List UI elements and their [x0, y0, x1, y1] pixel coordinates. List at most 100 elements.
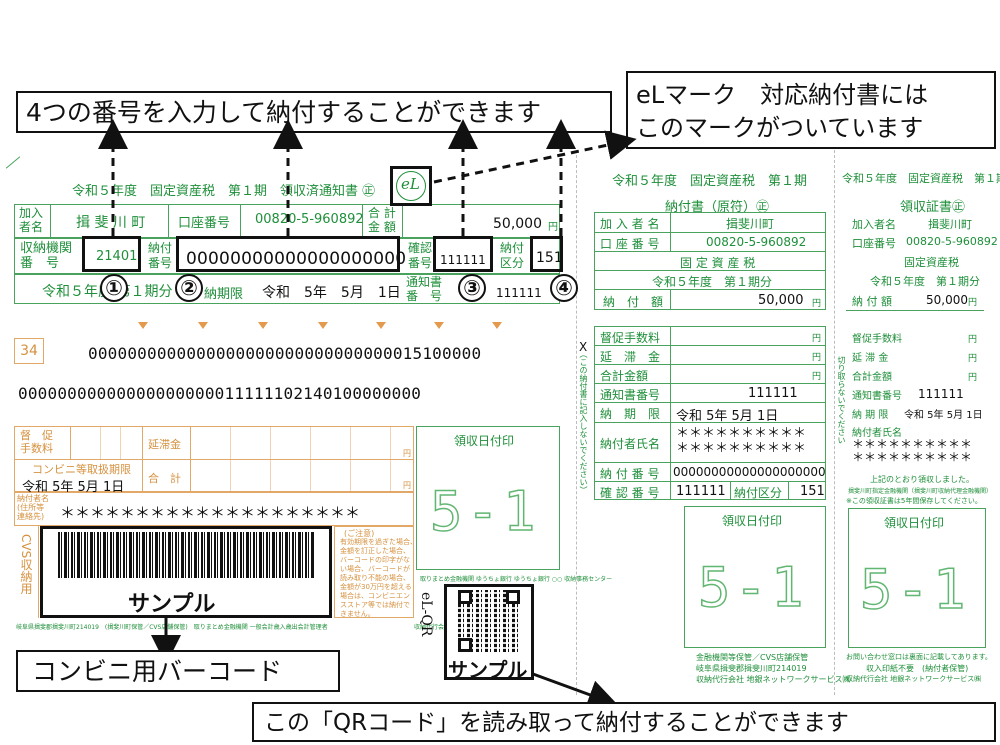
- cvs-label: CVS収納用: [19, 534, 33, 595]
- confirm-label: 確認 番号: [408, 241, 433, 270]
- left-stamp-area: [416, 426, 560, 570]
- mid-stamp-area: [684, 506, 826, 648]
- right-footer-3: 収納代行会社 地銀ネットワークサービス㈱: [846, 675, 982, 683]
- marker-1: ①: [100, 274, 128, 302]
- mid-payno-value: 00000000000000000000: [673, 465, 826, 479]
- tri-marker: [318, 322, 328, 329]
- mid-fee-yen: 円: [812, 334, 822, 344]
- right-yen: 円: [968, 298, 978, 308]
- mid-footer-2: 岐阜県揖斐郡揖斐川町214019: [696, 664, 807, 673]
- agency-value: 21401: [96, 249, 138, 264]
- mid-fee-yen: 円: [812, 372, 822, 382]
- right-row-value: 00820-5-960892: [906, 235, 998, 248]
- payment-number-highlight: [176, 236, 400, 272]
- right-payer-value: ＊＊＊＊＊＊＊＊＊＊ ＊＊＊＊＊＊＊＊＊＊: [852, 437, 973, 464]
- barcode-callout: コンビニ用バーコード: [16, 650, 340, 692]
- div-value: 151: [536, 250, 563, 266]
- member-label: 加入 者名: [19, 206, 44, 234]
- mid-payer-label: 納付者氏名: [600, 437, 661, 451]
- right-amount-label: 納 付 額: [852, 295, 892, 308]
- mid-title: 令和５年度 固定資産税 第１期: [612, 174, 808, 189]
- mid-lower-table: [594, 326, 826, 500]
- mid-upper-table: [594, 212, 826, 310]
- right-payer-label: 納付者氏名: [852, 428, 902, 439]
- left-stamp-code: 5-1: [429, 479, 540, 544]
- qr-finder-tr: [506, 590, 520, 604]
- mid-fee-label: 延 滞 金: [600, 350, 661, 364]
- right-fee-yen: 円: [968, 354, 978, 364]
- agency-number-highlight: [82, 236, 141, 272]
- pay-no-value: 00000000000000000000: [186, 249, 407, 269]
- right-fee-label: 納 期 限: [852, 410, 889, 421]
- right-fee-yen: 円: [968, 373, 978, 383]
- right-keep-note: ※この領収証書は5年間保存してください。: [846, 497, 982, 505]
- mid-subtitle: 納付書（原符）㊣: [665, 200, 770, 215]
- el-mark-callout: eLマーク 対応納付書には このマークがついています: [626, 71, 996, 149]
- right-stamp-title: 領収日付印: [884, 516, 945, 530]
- total2-label: 合 計: [148, 472, 181, 485]
- div-label: 納付 区分: [500, 241, 525, 270]
- qr-callout: この「QRコード」を読み取って納付することができます: [252, 702, 996, 742]
- right-fee-label: 延 滞 金: [852, 353, 889, 364]
- payment-slip: 令和５年度 固定資産税 第１期 領収済通知書 ㊣ 加入 者名 揖 斐 川 町 口…: [0, 150, 1000, 695]
- mid-row-label: 口 座 番 号: [600, 237, 660, 251]
- right-side-note: 切り取らないでください: [837, 356, 846, 444]
- el-logo-text: eL: [401, 175, 420, 193]
- ocr-line-2: 0000000000000000000001111110214010000000…: [18, 384, 422, 403]
- late-label: 延滞金: [148, 438, 181, 451]
- mid-fee-yen: 円: [812, 353, 822, 363]
- left-footer: 岐阜県揖斐郡揖斐川町214019 (揖斐川町保管／CVS店舗保管) 取りまとめ金…: [16, 624, 328, 631]
- right-footer-2: 収入印紙不要 (納付者保管): [866, 664, 969, 673]
- mid-row-value: 揖斐川町: [726, 217, 775, 231]
- mid-fee-label: 合計金額: [600, 369, 649, 383]
- cvs-divider: [38, 526, 39, 618]
- right-row-value: 揖斐川町: [928, 218, 972, 231]
- notice-body: 有効期限を過ぎた場合、 金額を訂正した場合、 バーコードの印字がな い場合、バー…: [340, 538, 417, 618]
- barcode-area-frame: [334, 526, 414, 618]
- account-label: 口座番号: [178, 216, 231, 231]
- qr-finder-tl: [458, 590, 472, 604]
- mid-div-label: 納付区分: [734, 486, 783, 500]
- yen-2: 円: [403, 481, 411, 490]
- right-receipt-note: 上記のとおり領収しました。: [870, 475, 974, 484]
- cvs-barcode: [58, 532, 314, 578]
- tri-marker: [434, 322, 444, 329]
- left-stamp-title: 領収日付印: [454, 434, 515, 448]
- total-value: 50,000: [493, 216, 542, 232]
- mid-stamp-title: 領収日付印: [722, 514, 783, 528]
- mid-confirm-label: 確 認 番 号: [600, 486, 660, 500]
- mid-confirm-value: 111111: [676, 484, 726, 499]
- perforation-1: [576, 150, 577, 695]
- right-title: 令和５年度 固定資産税 第１期: [842, 172, 1000, 185]
- notice-value: 111111: [496, 286, 542, 300]
- left-slip-title: 令和５年度 固定資産税 第１期 領収済通知書 ㊣: [72, 184, 376, 199]
- pay-no-label: 納付 番号: [148, 241, 173, 270]
- tri-marker: [376, 322, 386, 329]
- right-fee-value: 令和 5年 5月 1日: [904, 410, 983, 421]
- mid-footer-3: 収納代行会社 地銀ネットワークサービス㈱: [696, 675, 851, 684]
- mid-tax-name: 固 定 資 産 税: [680, 256, 756, 270]
- payer-label: 納付者名 (住所等 連絡先): [17, 494, 49, 521]
- right-fee-yen: 円: [968, 335, 978, 345]
- deadline-label: 納期限: [204, 287, 244, 302]
- tri-marker: [492, 322, 502, 329]
- barcode-sample-label: サンプル: [128, 592, 216, 617]
- mid-fee-label: 督促手数料: [600, 331, 661, 345]
- mid-yen: 円: [812, 299, 822, 309]
- yen-1: 円: [403, 449, 411, 458]
- mid-amount-value: 50,000: [758, 293, 804, 308]
- notice-label: 通知書 番 号: [406, 275, 443, 303]
- marker-2: ②: [175, 274, 203, 302]
- el-logo-highlight: [390, 166, 432, 206]
- right-stamp-area: [848, 508, 986, 648]
- right-stamp-code: 5-1: [859, 557, 970, 622]
- tri-marker: [258, 322, 268, 329]
- right-row-label: 口座番号: [852, 237, 896, 250]
- mid-amount-label: 納 付 額: [603, 295, 664, 309]
- handling-note: 取りまとめ金融機関 ゆうちょ銀行 ゆうちょ銀行 ○○ 収納事務センター: [420, 576, 613, 583]
- tri-marker: [198, 322, 208, 329]
- confirm-value: 111111: [440, 253, 486, 267]
- mid-stamp-code: 5-1: [697, 555, 808, 620]
- right-period: 令和５年度 第１期分: [870, 275, 980, 288]
